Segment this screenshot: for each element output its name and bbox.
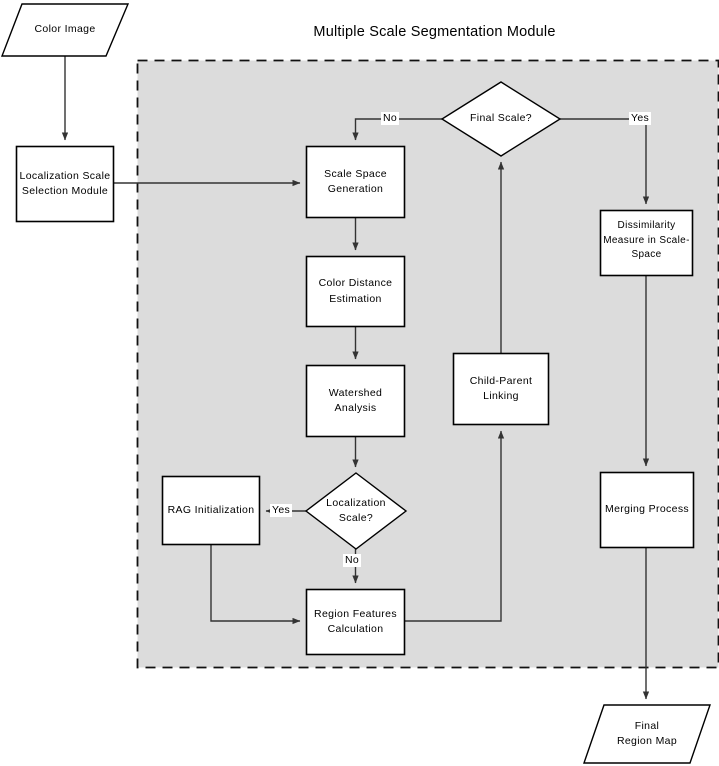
node-dissimilarity-measure-in-scale-space[interactable] xyxy=(599,209,694,277)
node-localization-scale-selection-module[interactable] xyxy=(15,145,115,223)
edge-label-no-final-scale: No xyxy=(381,112,400,125)
node-color-distance-estimation[interactable] xyxy=(305,255,406,328)
edge-rag-to-region-features xyxy=(210,545,301,625)
node-rag-initialization[interactable] xyxy=(161,475,261,546)
node-child-parent-linking[interactable] xyxy=(452,352,550,426)
node-region-features-calculation[interactable] xyxy=(305,588,406,656)
node-color-image[interactable] xyxy=(0,3,130,57)
edge-label-yes-localization-scale: Yes xyxy=(270,504,293,517)
node-localization-scale-decision[interactable] xyxy=(304,472,408,550)
diagram-title-text: Multiple Scale Segmentation Module xyxy=(313,24,556,40)
node-watershed-analysis[interactable] xyxy=(305,364,406,438)
module-boundary-region xyxy=(136,59,719,669)
node-final-scale-decision[interactable] xyxy=(440,81,562,157)
edge-label-yes-final-scale: Yes xyxy=(629,112,652,125)
diagram-title: Multiple Scale Segmentation Module xyxy=(0,24,719,40)
node-final-region-map[interactable] xyxy=(583,704,711,764)
edge-region-features-to-child-parent xyxy=(405,430,505,622)
node-merging-process[interactable] xyxy=(599,471,695,549)
node-scale-space-generation[interactable] xyxy=(305,145,406,219)
edge-final-scale-no-to-scale-space xyxy=(352,118,442,141)
edge-label-no-localization-scale: No xyxy=(343,554,362,567)
